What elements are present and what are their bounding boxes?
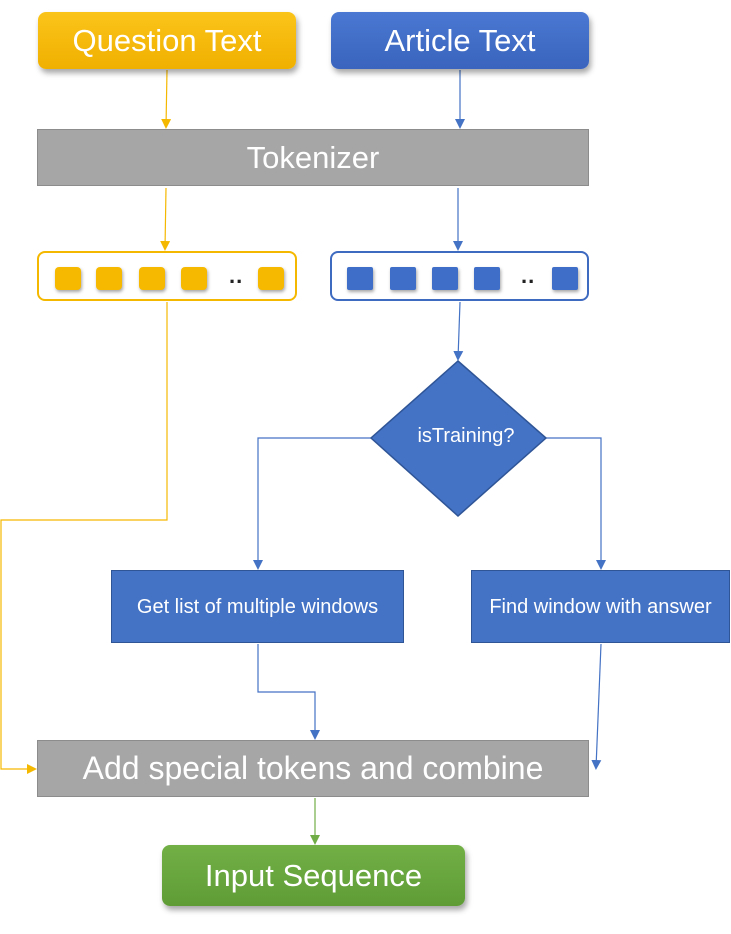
decision-diamond: [369, 360, 548, 518]
multiple-windows-label: Get list of multiple windows: [136, 595, 379, 618]
tokenizer-label: Tokenizer: [246, 139, 380, 175]
tokenizer-node: Tokenizer: [37, 129, 589, 186]
question-token: [139, 267, 165, 290]
question-token: [96, 267, 122, 290]
edge-window-with-answer-to-combine: [591, 643, 602, 770]
edge-decision-to-window-with-answer: [546, 437, 606, 570]
question-token: [55, 267, 81, 290]
edge-decision-to-multiple-windows: [253, 437, 371, 570]
article-token: [474, 267, 500, 290]
combine-node: Add special tokens and combine: [37, 740, 589, 797]
edge-tokenizer-to-question-tokens: [160, 187, 171, 251]
input-sequence-node: Input Sequence: [162, 845, 465, 906]
input-sequence-label: Input Sequence: [204, 857, 423, 893]
article-tokens-node: ..: [330, 251, 589, 301]
edge-multiple-windows-to-combine: [257, 644, 320, 740]
article-token: [432, 267, 458, 290]
question-token: [258, 267, 284, 290]
article-token: [390, 267, 416, 290]
edge-question-tokens-to-combine: [0, 302, 168, 774]
window-with-answer-label: Find window with answer: [489, 595, 712, 618]
question-text-node: Question Text: [38, 12, 296, 69]
question-text-label: Question Text: [72, 22, 262, 58]
combine-label: Add special tokens and combine: [82, 750, 544, 786]
question-token: [181, 267, 207, 290]
article-text-node: Article Text: [331, 12, 589, 69]
question-tokens-ellipsis: ..: [229, 263, 244, 288]
article-token: [347, 267, 373, 290]
article-text-label: Article Text: [384, 22, 536, 58]
edge-article-tokens-to-decision: [453, 301, 464, 361]
edge-question-to-tokenizer: [161, 69, 172, 129]
multiple-windows-node: Get list of multiple windows: [111, 570, 404, 643]
window-with-answer-node: Find window with answer: [471, 570, 730, 643]
article-token: [552, 267, 578, 290]
decision-label: isTraining?: [417, 424, 515, 447]
question-tokens-node: ..: [37, 251, 297, 301]
article-tokens-ellipsis: ..: [521, 263, 536, 288]
